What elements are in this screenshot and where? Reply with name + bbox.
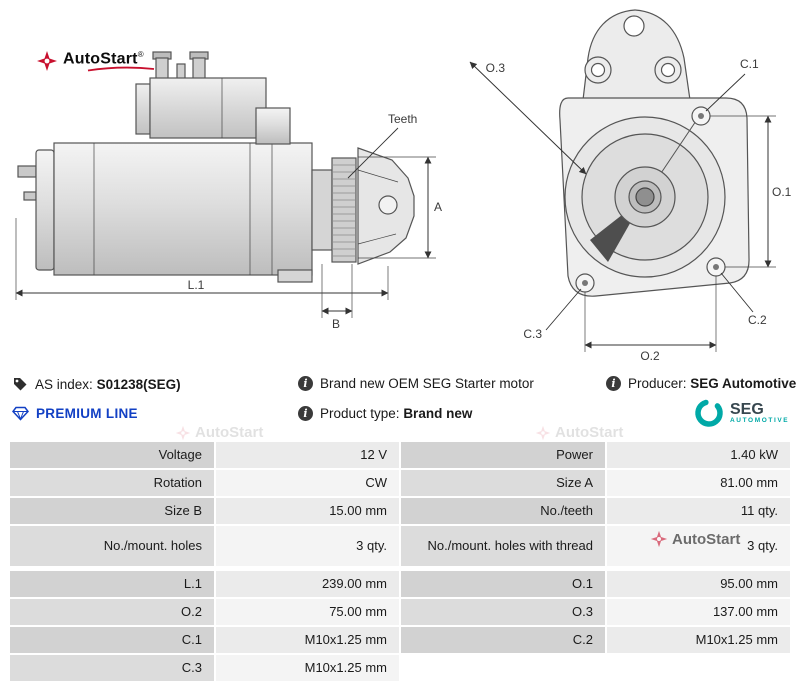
spec-value-cell: 75.00 mm [216, 599, 399, 625]
spec-label-cell: Rotation [10, 470, 214, 496]
label-l1: L.1 [188, 278, 205, 292]
autostart-swoosh [87, 66, 155, 72]
spec-label-cell: C.2 [401, 627, 605, 653]
dimension-b: B [321, 264, 353, 331]
product-info-section: AS index: S01238(SEG) Brand new OEM SEG … [0, 368, 800, 438]
dimension-o1: O.1 [710, 115, 792, 268]
table-row: Rotation CW Size A 81.00 mm [10, 470, 790, 496]
dimension-c1: C.1 [705, 57, 759, 112]
brand-new-text: Brand new OEM SEG Starter motor [320, 376, 534, 391]
producer-item: Producer: SEG Automotive [606, 376, 796, 391]
producer-label: Producer: [628, 376, 687, 391]
autostart-logo-text: AutoStart [63, 50, 138, 68]
dimension-o3: O.3 [469, 61, 587, 175]
tag-icon [14, 378, 27, 391]
as-index-label: AS index: [35, 376, 93, 392]
diamond-icon [12, 406, 29, 421]
label-teeth: Teeth [388, 112, 417, 126]
spec-value-cell: M10x1.25 mm [216, 627, 399, 653]
spec-value-cell: M10x1.25 mm [216, 655, 399, 681]
spec-value-cell: M10x1.25 mm [607, 627, 790, 653]
starter-motor-drawing: Teeth A L.1 [15, 9, 792, 363]
label-c1: C.1 [740, 57, 759, 71]
table-row: O.2 75.00 mm O.3 137.00 mm [10, 599, 790, 625]
product-type-label: Product type: [320, 406, 400, 421]
spec-value-cell: 12 V [216, 442, 399, 468]
autostart-star-icon [37, 51, 57, 71]
spec-table: Voltage 12 V Power 1.40 kW Rotation CW S… [10, 442, 790, 683]
registered-mark: ® [137, 50, 144, 59]
spec-value-cell: 81.00 mm [607, 470, 790, 496]
label-o2: O.2 [640, 349, 660, 362]
front-view-drawing: O.3 C.1 O.1 C.2 [469, 9, 792, 363]
label-o3: O.3 [486, 61, 506, 75]
as-index-value: S01238(SEG) [96, 376, 181, 392]
spec-value-cell [607, 655, 790, 681]
as-index-item: AS index: S01238(SEG) [12, 376, 181, 392]
seg-name: SEG [730, 400, 764, 418]
spec-label-cell [401, 655, 605, 681]
spec-label-cell: C.1 [10, 627, 214, 653]
technical-drawing: Teeth A L.1 [15, 9, 792, 363]
spec-label-cell: Size B [10, 498, 214, 524]
mount-holes [575, 106, 726, 293]
label-o1: O.1 [772, 185, 792, 199]
spec-value-cell: 3 qty. [607, 526, 790, 566]
as-index-text: AS index: S01238(SEG) [35, 377, 181, 392]
product-type-text: Product type: Brand new [320, 406, 472, 421]
dimension-c3: C.3 [523, 288, 582, 341]
spec-value-cell: 15.00 mm [216, 498, 399, 524]
label-a: A [434, 200, 442, 214]
info-icon [606, 376, 621, 391]
seg-subtitle: AUTOMOTIVE [730, 416, 790, 424]
table-row: C.3 M10x1.25 mm [10, 655, 790, 681]
info-icon [298, 406, 313, 421]
table-row: Size B 15.00 mm No./teeth 11 qty. [10, 498, 790, 524]
premium-line-label: PREMIUM LINE [36, 406, 138, 421]
spec-value-cell: 1.40 kW [607, 442, 790, 468]
label-c2: C.2 [748, 313, 767, 327]
spec-label-cell: Size A [401, 470, 605, 496]
spec-label-cell: Power [401, 442, 605, 468]
seg-circle-icon [695, 399, 723, 427]
dimension-o2: O.2 [584, 276, 717, 363]
spec-label-cell: C.3 [10, 655, 214, 681]
spec-value-cell: 95.00 mm [607, 571, 790, 597]
table-row: L.1 239.00 mm O.1 95.00 mm [10, 571, 790, 597]
spec-value-cell: 3 qty. [216, 526, 399, 566]
dimension-l1: L.1 [15, 218, 389, 300]
spec-label-cell: Voltage [10, 442, 214, 468]
producer-value: SEG Automotive [690, 376, 797, 391]
spec-label-cell: No./teeth [401, 498, 605, 524]
producer-text: Producer: SEG Automotive [628, 376, 796, 391]
dimension-c2: C.2 [720, 272, 767, 327]
spec-value-cell: 11 qty. [607, 498, 790, 524]
product-type-item: Product type: Brand new [298, 406, 472, 421]
label-b: B [332, 317, 340, 331]
dimension-a: A [358, 156, 442, 259]
premium-line-item: PREMIUM LINE [12, 406, 138, 421]
brand-new-item: Brand new OEM SEG Starter motor [298, 376, 534, 391]
spec-label-cell: O.2 [10, 599, 214, 625]
table-row: No./mount. holes 3 qty. No./mount. holes… [10, 526, 790, 566]
product-type-value: Brand new [403, 406, 473, 421]
seg-logo: SEG AUTOMOTIVE [694, 398, 789, 428]
spec-label-cell: No./mount. holes with thread [401, 526, 605, 566]
spec-value-cell: 239.00 mm [216, 571, 399, 597]
seg-logo-text: SEG AUTOMOTIVE [730, 400, 790, 424]
spec-value-cell: CW [216, 470, 399, 496]
spec-label-cell: L.1 [10, 571, 214, 597]
autostart-logo: AutoStart® [36, 50, 155, 72]
spec-label-cell: O.3 [401, 599, 605, 625]
table-row: C.1 M10x1.25 mm C.2 M10x1.25 mm [10, 627, 790, 653]
pinion-gear [331, 157, 357, 263]
info-icon [298, 376, 313, 391]
spec-label-cell: O.1 [401, 571, 605, 597]
spec-value-cell: 137.00 mm [607, 599, 790, 625]
side-view-drawing: Teeth A L.1 [15, 51, 442, 331]
spec-label-cell: No./mount. holes [10, 526, 214, 566]
table-row: Voltage 12 V Power 1.40 kW [10, 442, 790, 468]
label-c3: C.3 [523, 327, 542, 341]
